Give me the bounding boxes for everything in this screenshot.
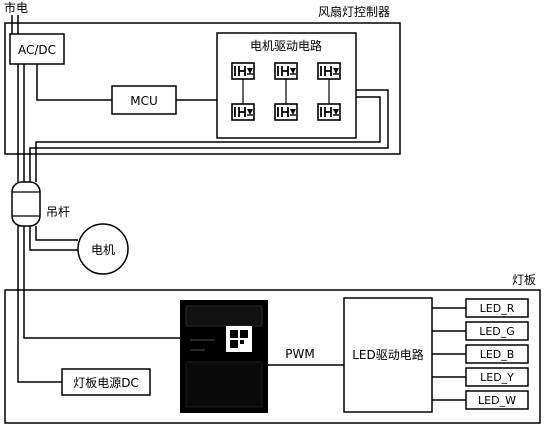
led-channel-group: LED_R LED_G LED_B LED_Y LED_W [432, 298, 529, 410]
led-label-0: LED_R [480, 302, 515, 315]
board-dc-label: 灯板电源DC [73, 376, 139, 390]
rod-label: 吊杆 [46, 205, 70, 219]
wire-drive-out [29, 89, 389, 182]
board-dc-box [61, 368, 151, 396]
led-label-1: LED_G [479, 325, 515, 338]
mains-label: 市电 [4, 0, 28, 15]
led-box-3 [465, 367, 529, 387]
motor-label: 电机 [91, 243, 115, 257]
led-label-4: LED_W [478, 394, 516, 407]
controller-label: 风扇灯控制器 [318, 4, 390, 19]
lamp-board-label: 灯板 [512, 273, 536, 287]
wire-acdc-mcu [36, 64, 112, 101]
wires-below-rod [17, 226, 180, 383]
controller-box [4, 22, 401, 155]
mains-wires [11, 15, 19, 34]
wifi-module [180, 300, 268, 413]
led-label-3: LED_Y [480, 371, 514, 384]
led-box-1 [465, 321, 529, 341]
mcu-label: MCU [130, 94, 158, 108]
led-box-4 [465, 390, 529, 410]
led-label-2: LED_B [480, 348, 515, 361]
mcu-box [111, 85, 177, 115]
rod-shape [11, 181, 41, 227]
acdc-label: AC/DC [18, 43, 56, 57]
led-box-0 [465, 298, 529, 318]
led-box-2 [465, 344, 529, 364]
mains-down-wires [17, 64, 25, 182]
mosfet-icons [231, 62, 341, 121]
lamp-board-box [4, 289, 541, 424]
led-drive-label: LED驱动电路 [352, 347, 424, 362]
motor-drive-label: 电机驱动电路 [250, 38, 322, 53]
pwm-label: PWM [285, 347, 314, 361]
led-drive-box [343, 297, 433, 413]
motor-circle [77, 223, 129, 275]
wire-drive-out2 [35, 96, 381, 182]
